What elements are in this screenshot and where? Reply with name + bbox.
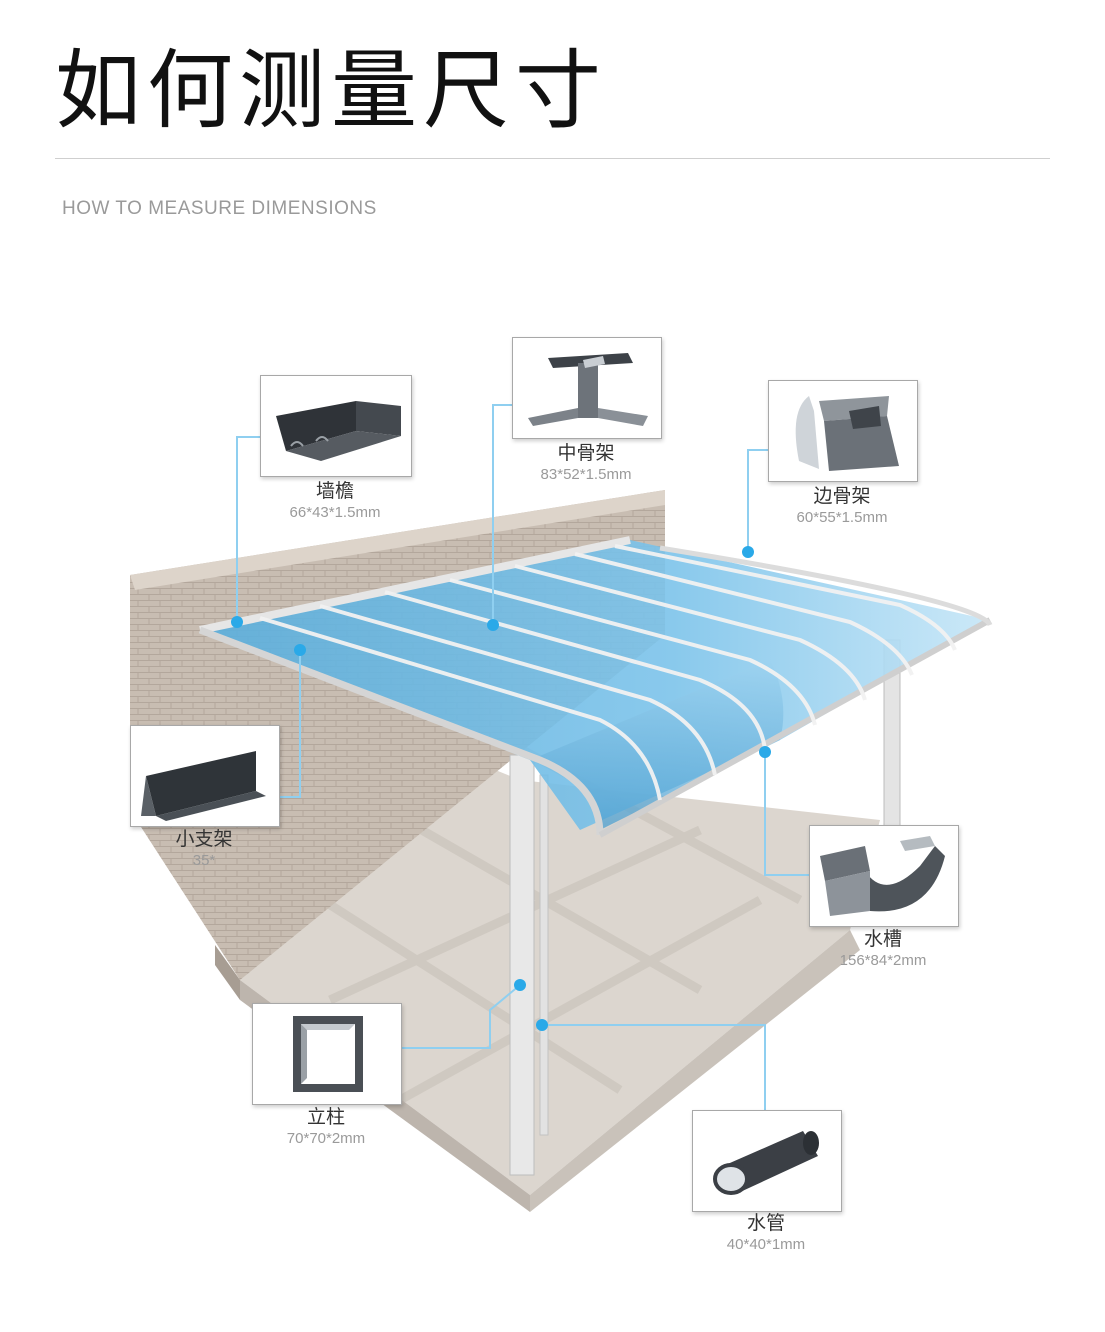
callout-dots	[231, 546, 771, 1031]
gutter-card	[809, 825, 959, 927]
middle-frame-card	[512, 337, 662, 439]
gutter-profile-icon	[820, 836, 945, 916]
wall-gutter-label: 墙檐 66*43*1.5mm	[260, 480, 410, 523]
title-divider	[55, 158, 1050, 159]
gutter-spec: 156*84*2mm	[839, 951, 927, 969]
page-subtitle: HOW TO MEASURE DIMENSIONS	[62, 198, 377, 219]
small-bracket-profile-icon	[141, 751, 266, 821]
downpipe-name: 水管	[746, 1212, 785, 1234]
middle-frame-label: 中骨架 83*52*1.5mm	[512, 442, 660, 485]
wall-gutter-name: 墙檐	[315, 480, 354, 502]
side-frame-profile-icon	[795, 396, 899, 471]
post-name: 立柱	[306, 1106, 345, 1128]
post-spec: 70*70*2mm	[286, 1129, 366, 1147]
side-frame-name: 边骨架	[813, 485, 871, 507]
side-frame-label: 边骨架 60*55*1.5mm	[768, 485, 916, 528]
page-title: 如何测量尺寸	[55, 41, 607, 141]
wall-gutter-profile-icon	[276, 401, 401, 461]
post-label: 立柱 70*70*2mm	[252, 1106, 400, 1149]
square-post-profile-icon	[293, 1016, 363, 1092]
gutter-name: 水槽	[863, 928, 902, 950]
support-post	[509, 639, 901, 1176]
small-bracket-spec: 35*	[192, 851, 216, 869]
wall-gutter-spec: 66*43*1.5mm	[289, 503, 381, 521]
round-pipe-profile-icon	[713, 1131, 819, 1195]
callout-lines	[236, 404, 809, 1110]
downpipe-spec: 40*40*1mm	[726, 1235, 806, 1253]
downpipe-card	[692, 1110, 842, 1212]
small-bracket-card	[130, 725, 280, 827]
post-card	[252, 1003, 402, 1105]
small-bracket-name: 小支架	[175, 828, 233, 850]
side-frame-spec: 60*55*1.5mm	[796, 508, 888, 526]
downpipe-label: 水管 40*40*1mm	[692, 1212, 840, 1255]
middle-frame-profile-icon	[528, 353, 648, 426]
middle-frame-name: 中骨架	[557, 442, 615, 464]
polycarbonate-roof	[198, 536, 993, 838]
side-frame-card	[768, 380, 918, 482]
small-bracket-label: 小支架 35*	[130, 828, 278, 871]
gutter-label: 水槽 156*84*2mm	[809, 928, 957, 971]
wall-gutter-card	[260, 375, 412, 477]
middle-frame-spec: 83*52*1.5mm	[540, 465, 632, 483]
